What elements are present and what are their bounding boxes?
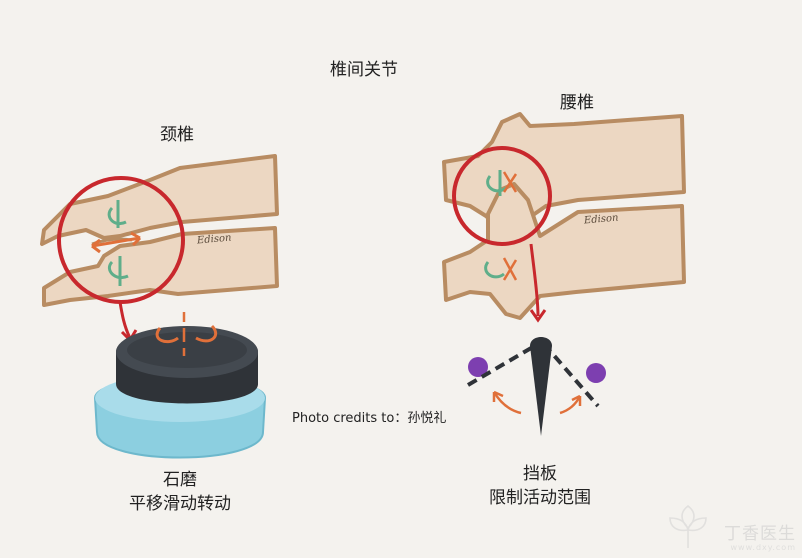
millstone-rotation-arrow (155, 324, 218, 344)
cervical-upper-vertebra (40, 154, 279, 246)
watermark-site: www.dxy.com (730, 543, 796, 552)
baffle-left-stop (468, 357, 488, 377)
baffle-swing-arrow-left (492, 391, 522, 415)
cervical-model-label: 石磨 (163, 470, 197, 490)
cervical-rotation-arrow-upper (107, 200, 127, 228)
cervical-lower-vertebra (42, 226, 279, 307)
lumbar-model-block: 挡板 限制活动范围 (480, 462, 600, 510)
photo-credits: Photo credits to：孙悦礼 (292, 411, 447, 426)
cervical-model-block: 石磨 平移滑动转动 (120, 468, 240, 516)
cervical-translation-arrow (91, 236, 141, 248)
baffle-left-range-line (466, 342, 540, 387)
cervical-rotation-arrow-lower (107, 256, 129, 286)
lumbar-model-label: 挡板 (523, 464, 557, 484)
baffle-right-range-line (542, 342, 600, 408)
cervical-label: 颈椎 (160, 125, 194, 145)
page-title: 椎间关节 (330, 60, 398, 80)
baffle-model (466, 337, 606, 436)
cervical-model-caption: 平移滑动转动 (129, 494, 231, 514)
cervical-arrow-down (118, 301, 132, 339)
lumbar-model-caption: 限制活动范围 (489, 488, 591, 508)
lumbar-arrow-down (529, 243, 540, 317)
millstone-model (93, 312, 267, 459)
watermark: 丁香医生 www.dxy.com (724, 525, 796, 552)
cervical-spine-drawing (40, 154, 279, 343)
lumbar-spine-drawing (442, 112, 686, 323)
baffle-right-stop (586, 363, 606, 383)
baffle-pendulum (530, 337, 552, 436)
lumbar-lower-vertebra (442, 182, 686, 320)
lumbar-joint-highlight-circle (452, 146, 552, 246)
lumbar-label: 腰椎 (560, 93, 594, 113)
watermark-brand: 丁香医生 (724, 524, 796, 544)
watermark-flower-icon (669, 504, 707, 548)
